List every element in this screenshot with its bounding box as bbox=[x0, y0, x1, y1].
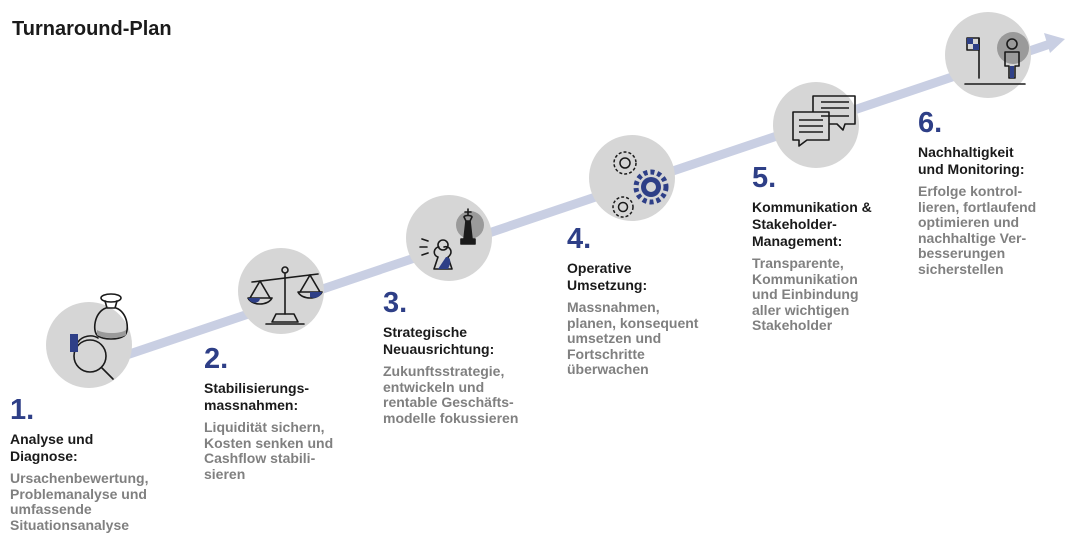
step-4-icon-circle bbox=[589, 135, 675, 221]
step-2-heading: Stabilisierungs- massnahmen: bbox=[204, 380, 310, 413]
step-3: 3. Strategische Neuausrichtung: Zukunfts… bbox=[383, 288, 518, 426]
step-5-description: Transparente, Kommunikation und Einbindu… bbox=[752, 255, 859, 333]
step-6-number: 6. bbox=[918, 107, 943, 139]
step-1-icon-circle bbox=[46, 293, 132, 388]
page-title: Turnaround-Plan bbox=[12, 18, 172, 40]
step-4-description: Massnahmen, planen, konsequent umsetzen … bbox=[567, 299, 699, 377]
step-4-heading: Operative Umsetzung: bbox=[567, 260, 648, 293]
gears-icon bbox=[612, 151, 669, 218]
step-5-number: 5. bbox=[752, 162, 777, 194]
step-2-number: 2. bbox=[204, 343, 229, 375]
step-2-description: Liquidität sichern, Kosten senken und Ca… bbox=[204, 419, 334, 482]
step-3-icon-circle bbox=[406, 195, 492, 281]
step-1-heading: Analyse und Diagnose: bbox=[10, 431, 94, 464]
step-5-heading: Kommunikation & Stakeholder- Management: bbox=[752, 199, 872, 249]
step-3-number: 3. bbox=[383, 287, 408, 319]
step-5: 5. Kommunikation & Stakeholder- Manageme… bbox=[752, 163, 872, 334]
step-6-description: Erfolge kontrol- lieren, fortlaufend opt… bbox=[918, 183, 1037, 277]
step-5-icon-circle bbox=[773, 82, 859, 168]
speech-bubbles-icon bbox=[792, 95, 856, 147]
step-2-icon-circle bbox=[238, 248, 324, 334]
step-4: 4. Operative Umsetzung: Massnahmen, plan… bbox=[567, 224, 698, 378]
goal-flag-person-icon bbox=[964, 32, 1029, 85]
balance-scale-icon bbox=[247, 266, 323, 325]
step-4-number: 4. bbox=[567, 223, 592, 255]
step-3-description: Zukunftsstrategie, entwickeln und rentab… bbox=[383, 363, 519, 426]
step-2: 2. Stabilisierungs- massnahmen: Liquidit… bbox=[204, 344, 333, 482]
step-6-icon-circle bbox=[945, 12, 1031, 98]
step-1: 1. Analyse und Diagnose: Ursachenbewertu… bbox=[10, 395, 148, 533]
step-1-description: Ursachenbewertung, Problemanalyse und um… bbox=[10, 470, 149, 533]
chess-pieces-icon bbox=[419, 208, 484, 270]
step-6-heading: Nachhaltigkeit und Monitoring: bbox=[918, 144, 1025, 177]
step-6: 6. Nachhaltigkeit und Monitoring: Erfolg… bbox=[918, 108, 1036, 277]
step-3-heading: Strategische Neuausrichtung: bbox=[383, 324, 495, 357]
money-bag-magnifier-icon bbox=[70, 293, 129, 380]
step-1-number: 1. bbox=[10, 394, 35, 426]
